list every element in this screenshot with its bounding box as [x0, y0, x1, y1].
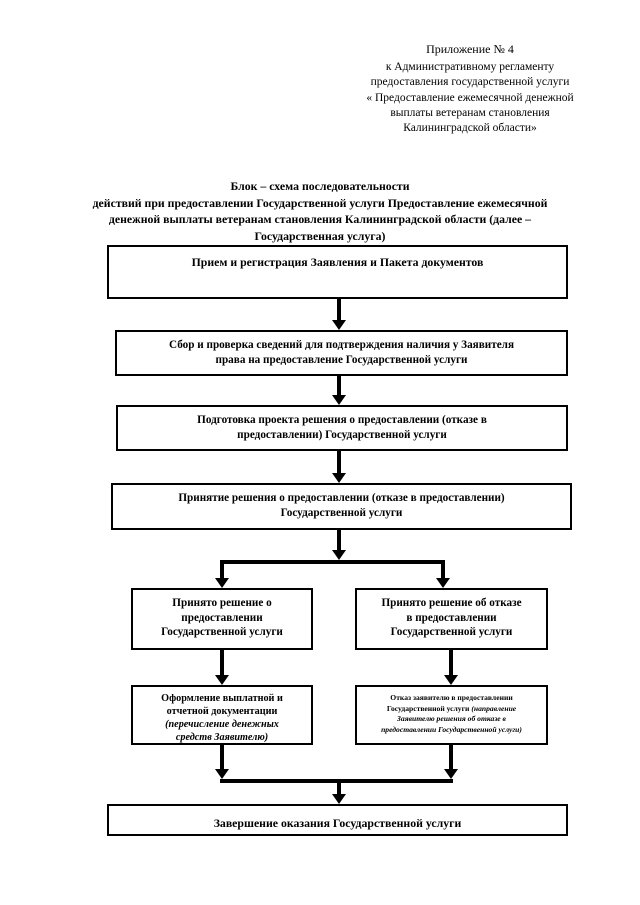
connector-split-bar [220, 560, 445, 564]
connector-merge-finish-line [337, 779, 341, 795]
flow-node-refuse-text: Принято решение об отказе в предоставлен… [357, 596, 546, 640]
title-line-4: Государственная услуга) [254, 228, 386, 243]
connector-merge-bar [220, 779, 453, 783]
flow-node-decision-text: Принятие решения о предоставлении (отказ… [113, 491, 570, 521]
flow-node-refusal-notice-italic-3: предоставлении Государственной услуги) [381, 724, 522, 734]
appendix-header: Приложение № 4 к Административному регла… [300, 42, 640, 136]
page-title: Блок – схема последовательности действий… [20, 178, 620, 244]
title-line-3: денежной выплаты ветеранам становления К… [108, 212, 532, 226]
flow-node-refusal-notice-italic-1: (направление [471, 703, 517, 713]
flow-node-draft-text: Подготовка проекта решения о предоставле… [118, 413, 566, 443]
flow-node-decision[interactable]: Принятие решения о предоставлении (отказ… [111, 483, 572, 530]
flow-node-refusal-notice-text: Отказ заявителю в предоставлении Государ… [357, 693, 546, 735]
flow-node-finish-label: Завершение оказания Государственной услу… [213, 816, 462, 830]
flow-node-draft-line-1: Подготовка проекта решения о предоставле… [197, 414, 487, 426]
connector-merge-finish-arrow [332, 794, 346, 804]
connector-split-right-line [441, 560, 445, 580]
flow-node-refuse-line-1: Принято решение об отказе [381, 597, 522, 609]
flow-node-intake[interactable]: Прием и регистрация Заявления и Пакета д… [107, 245, 568, 299]
connector-verify-draft-arrow [332, 395, 346, 405]
flow-node-approve-text: Принято решение о предоставлении Государ… [133, 596, 311, 640]
connector-draft-decision-arrow [332, 473, 346, 483]
connector-split-right-arrow [436, 578, 450, 588]
flow-node-verify-line-1: Сбор и проверка сведений для подтвержден… [168, 339, 515, 351]
connector-split-left-line [220, 560, 224, 580]
appendix-line-1: к Административному регламенту [385, 61, 555, 74]
flow-node-draft[interactable]: Подготовка проекта решения о предоставле… [116, 405, 568, 451]
connector-refuse-notice-line [449, 650, 453, 675]
flow-node-refusal-notice-italic-2: Заявителю решения об отказе в [397, 714, 506, 723]
connector-payout-merge-arrow [215, 769, 229, 779]
connector-approve-payout-line [220, 650, 224, 675]
connector-payout-merge-line [220, 745, 224, 773]
flow-node-payout-line-2: отчетной документации [166, 706, 278, 717]
flow-node-draft-line-2: предоставлении) Государственной услуги [237, 429, 447, 441]
appendix-line-4: выплаты ветеранам становления [390, 106, 550, 119]
flow-node-decision-line-1: Принятие решения о предоставлении (отказ… [178, 492, 505, 504]
flow-node-payout-italic-1: (перечисление денежных [165, 719, 279, 730]
flow-node-payout-text: Оформление выплатной и отчетной документ… [133, 692, 311, 744]
flow-node-refusal-notice-line-1: Отказ заявителю в предоставлении [390, 693, 513, 702]
flow-node-approve-line-3: Государственной услуги [161, 626, 283, 638]
flow-node-refuse[interactable]: Принято решение об отказе в предоставлен… [355, 588, 548, 650]
connector-notice-merge-arrow [444, 769, 458, 779]
connector-draft-decision-line [337, 451, 341, 473]
flow-node-verify[interactable]: Сбор и проверка сведений для подтвержден… [115, 330, 568, 376]
flow-node-payout-italic-2: средств Заявителю) [175, 732, 269, 743]
appendix-line-2: предоставления государственной услуги [370, 76, 570, 89]
flow-node-approve[interactable]: Принято решение о предоставлении Государ… [131, 588, 313, 650]
flow-node-finish[interactable]: Завершение оказания Государственной услу… [107, 804, 568, 836]
connector-verify-draft-line [337, 376, 341, 395]
appendix-line-3: « Предоставление ежемесячной денежной [366, 91, 574, 104]
flow-node-decision-line-2: Государственной услуги [280, 507, 403, 519]
flow-node-verify-line-2: права на предоставление Государственной … [215, 354, 468, 366]
connector-approve-payout-arrow [215, 675, 229, 685]
flow-node-intake-label: Прием и регистрация Заявления и Пакета д… [191, 255, 484, 269]
flow-node-refuse-line-2: в предоставлении [406, 611, 497, 624]
connector-decision-split-stem [337, 530, 341, 550]
flow-node-payout-line-1: Оформление выплатной и [161, 693, 283, 704]
title-line-1: Блок – схема последовательности [230, 179, 410, 193]
appendix-number: Приложение № 4 [426, 42, 514, 56]
connector-intake-verify-arrow [332, 320, 346, 330]
flow-node-refusal-notice-line-2: Государственной услуги [386, 703, 472, 713]
flow-node-refuse-line-3: Государственной услуги [390, 626, 513, 638]
connector-decision-split-arrow [332, 550, 346, 560]
connector-split-left-arrow [215, 578, 229, 588]
connector-notice-merge-line [449, 745, 453, 773]
flow-node-verify-text: Сбор и проверка сведений для подтвержден… [117, 338, 566, 368]
flow-node-approve-line-1: Принято решение о [172, 597, 272, 609]
connector-intake-verify-line [337, 299, 341, 320]
connector-refuse-notice-arrow [444, 675, 458, 685]
flow-node-approve-line-2: предоставлении [181, 611, 263, 624]
title-line-2: действий при предоставлении Государствен… [92, 195, 548, 210]
flow-node-refusal-notice[interactable]: Отказ заявителю в предоставлении Государ… [355, 685, 548, 745]
appendix-line-5: Калининградской области» [403, 122, 537, 135]
flow-node-payout[interactable]: Оформление выплатной и отчетной документ… [131, 685, 313, 745]
